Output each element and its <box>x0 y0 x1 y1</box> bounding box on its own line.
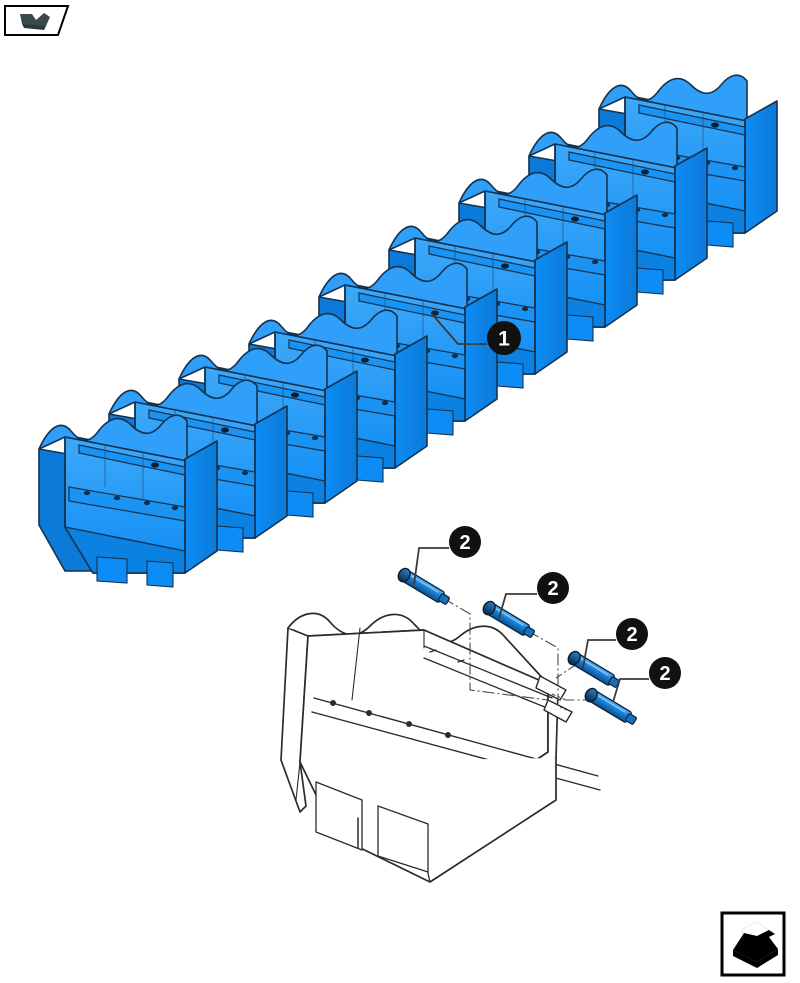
mounting-pin-3[interactable] <box>566 649 622 690</box>
callout-2-a[interactable]: 2 <box>449 526 481 558</box>
callout-1[interactable]: 1 <box>487 321 521 355</box>
mounting-pin-2[interactable] <box>481 599 537 640</box>
callout-2-d-label: 2 <box>659 663 670 685</box>
callout-2-b[interactable]: 2 <box>537 572 569 604</box>
part-mounting-pins[interactable] <box>396 566 639 727</box>
leader-line-2-c <box>582 639 616 669</box>
leader-line-1 <box>431 313 487 345</box>
leader-line-2-d <box>612 678 649 703</box>
footer-view-icon <box>720 911 786 977</box>
assembly-centerlines <box>442 597 631 719</box>
leader-line-2-b <box>498 593 537 619</box>
leader-line-2-a <box>413 547 449 586</box>
callout-2-d[interactable]: 2 <box>649 657 681 689</box>
mounting-pin-1[interactable] <box>396 566 452 607</box>
header-view-icon <box>4 5 70 36</box>
assembly-bucket-line-art[interactable] <box>280 612 601 883</box>
callout-2-b-label: 2 <box>547 578 558 600</box>
leader-lines-2 <box>413 547 649 703</box>
callout-2-a-label: 2 <box>459 532 470 554</box>
callout-2-c-label: 2 <box>626 624 637 646</box>
part-bucket-stack[interactable] <box>38 74 778 588</box>
callout-1-label: 1 <box>498 328 510 351</box>
mounting-pin-4[interactable] <box>583 686 639 727</box>
callout-2-c[interactable]: 2 <box>616 618 648 650</box>
